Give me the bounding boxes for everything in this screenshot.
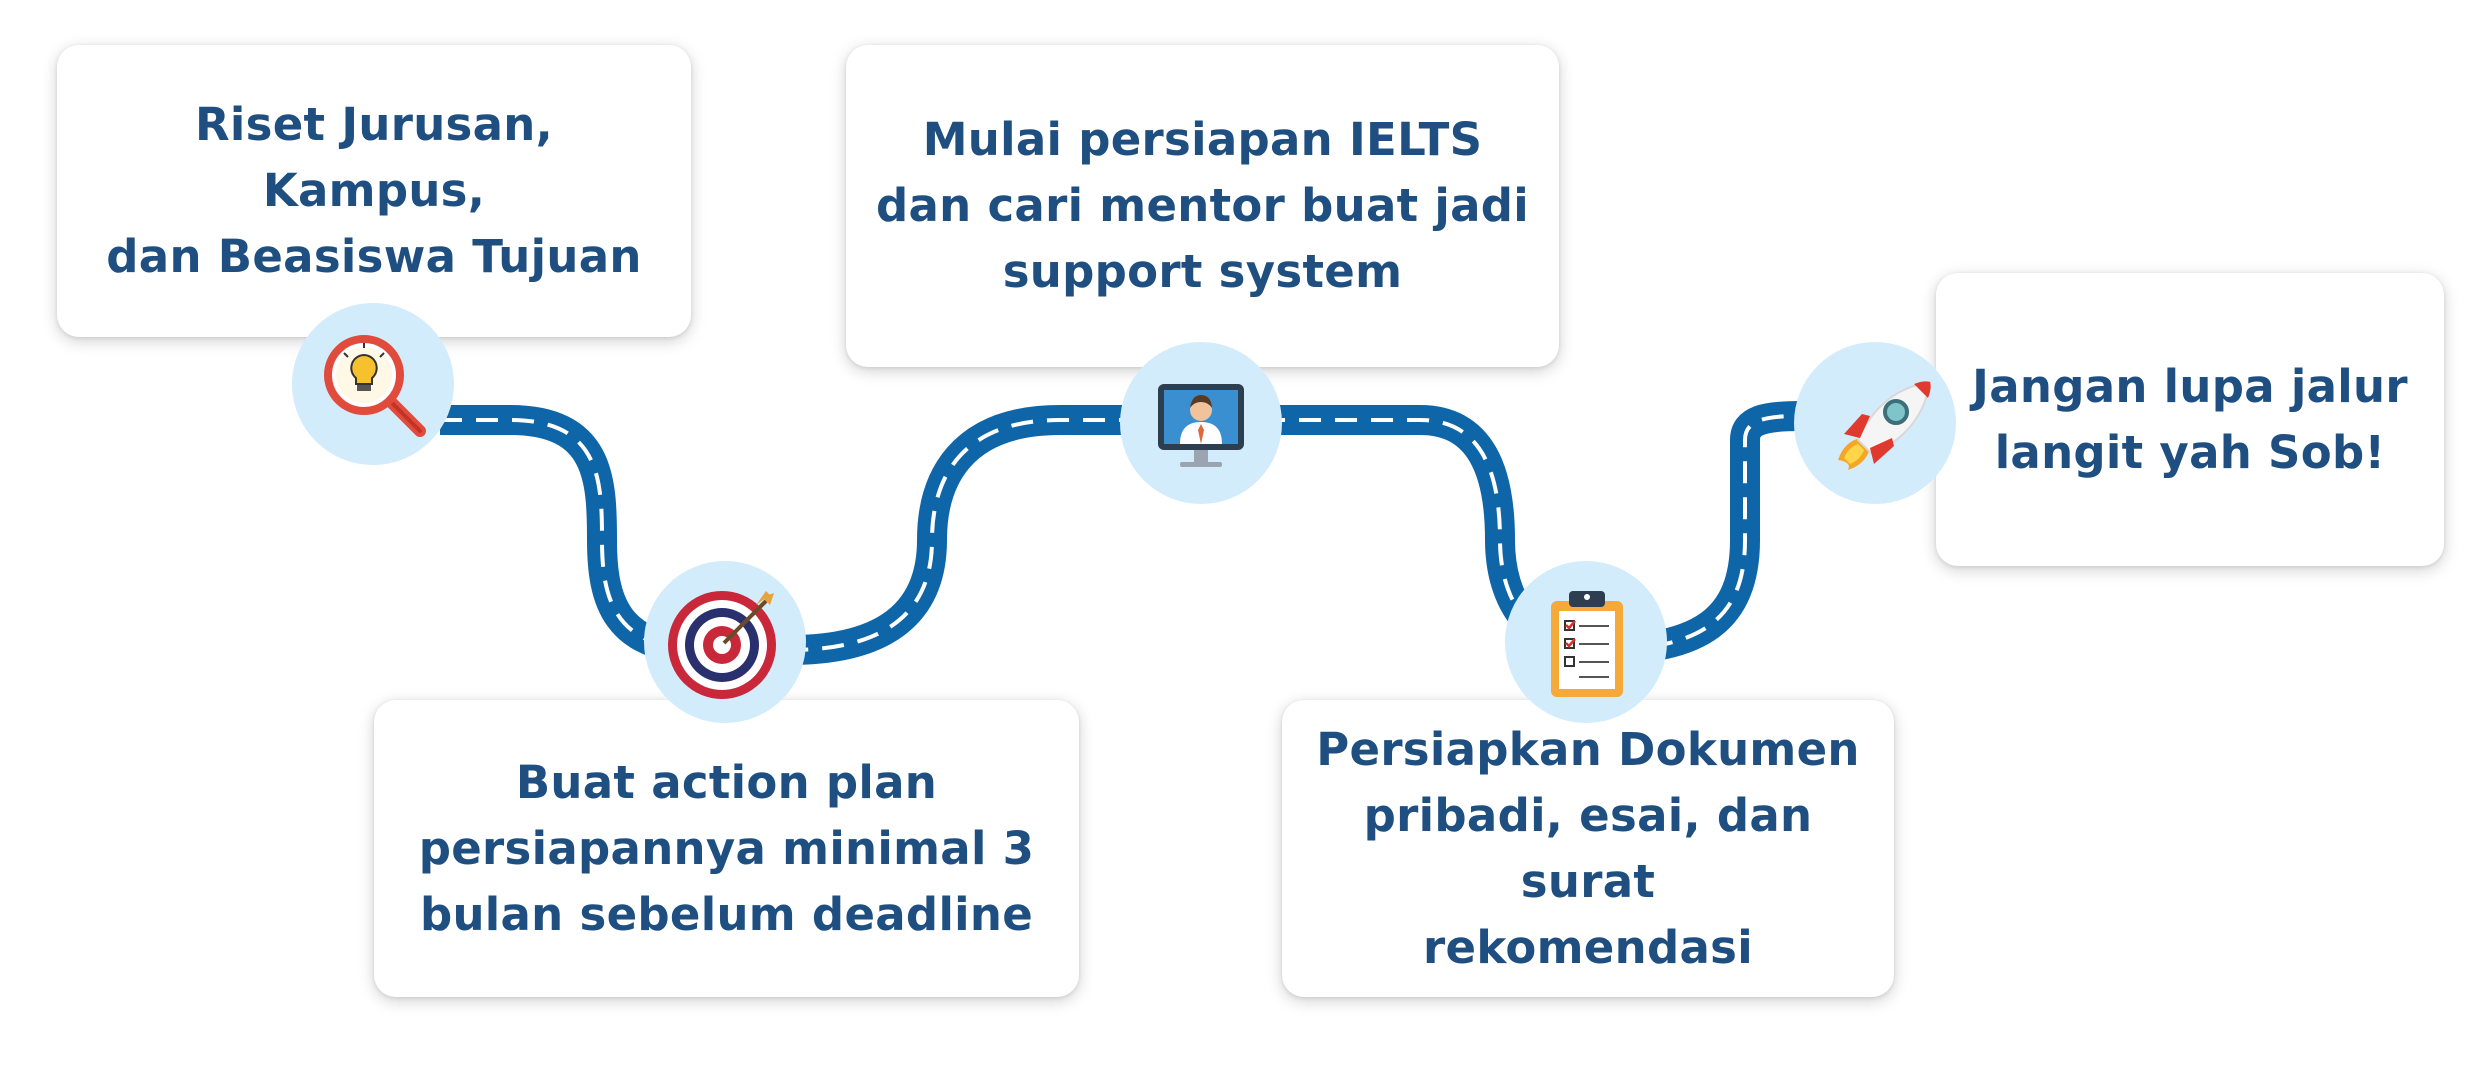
step-node-prayer bbox=[1794, 342, 1956, 504]
step-node-action-plan bbox=[644, 561, 806, 723]
step-node-research bbox=[292, 303, 454, 465]
step-node-documents bbox=[1505, 561, 1667, 723]
rocket-icon bbox=[1838, 380, 1932, 470]
clipboard-checklist-icon bbox=[1551, 591, 1623, 697]
magnifier-lightbulb-icon bbox=[324, 335, 426, 437]
target-dart-icon bbox=[668, 591, 776, 699]
step-label-research: Riset Jurusan, Kampus,dan Beasiswa Tujua… bbox=[106, 98, 642, 283]
step-card-research: Riset Jurusan, Kampus,dan Beasiswa Tujua… bbox=[57, 45, 691, 337]
mentor-monitor-icon bbox=[1158, 384, 1244, 467]
road-center-dashes bbox=[440, 414, 1801, 653]
step-node-ielts-mentor bbox=[1120, 342, 1282, 504]
